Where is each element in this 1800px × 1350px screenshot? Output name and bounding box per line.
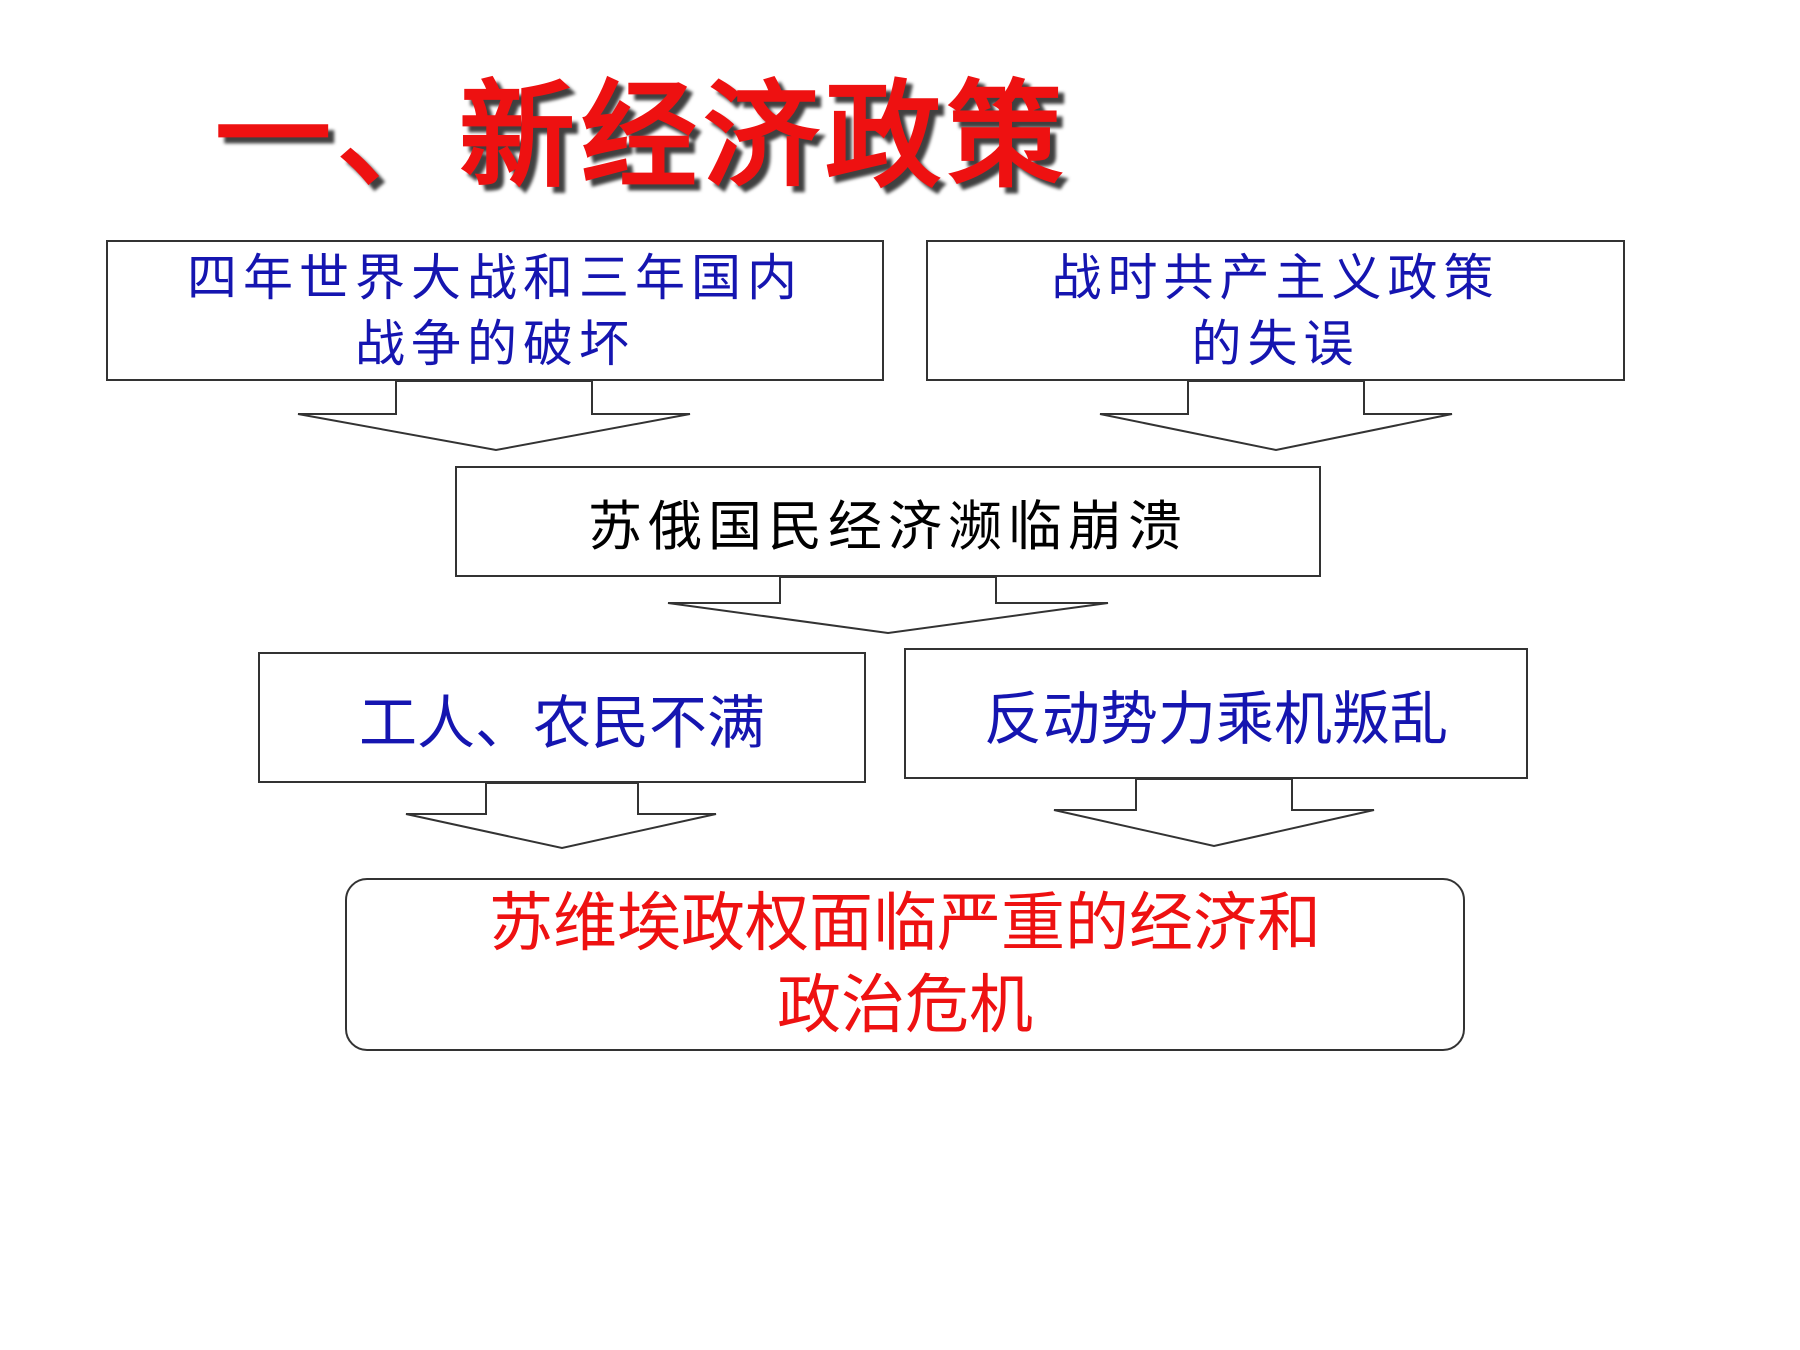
economy-collapse-text: 苏俄国民经济濒临崩溃 <box>588 495 1188 558</box>
cause-war-damage-line2: 战争的破坏 <box>355 314 635 373</box>
discontent-text: 工人、农民不满 <box>358 688 765 757</box>
crisis-box: 苏维埃政权面临严重的经济和 政治危机 <box>345 878 1465 1051</box>
arrow-down-war-to-collapse <box>297 380 691 452</box>
arrow-down-collapse-to-effects <box>667 576 1109 635</box>
discontent-box: 工人、农民不满 <box>258 652 866 783</box>
arrow-down-discontent-to-crisis <box>405 782 717 850</box>
cause-war-communism-line2: 的失误 <box>1191 314 1360 373</box>
cause-war-damage-line1: 四年世界大战和三年国内 <box>187 248 803 307</box>
arrow-down-rebellion-to-crisis <box>1053 778 1375 848</box>
cause-war-communism-box: 战时共产主义政策 的失误 <box>926 240 1625 381</box>
arrow-down-policy-to-collapse <box>1099 380 1453 452</box>
rebellion-text: 反动势力乘机叛乱 <box>983 684 1448 753</box>
page-title: 一、新经济政策 <box>215 69 1069 204</box>
crisis-line1: 苏维埃政权面临严重的经济和 <box>489 886 1321 961</box>
cause-war-communism-line1: 战时共产主义政策 <box>1051 248 1500 307</box>
cause-war-damage-box: 四年世界大战和三年国内 战争的破坏 <box>106 240 884 381</box>
crisis-line2: 政治危机 <box>777 968 1033 1043</box>
rebellion-box: 反动势力乘机叛乱 <box>904 648 1528 779</box>
economy-collapse-box: 苏俄国民经济濒临崩溃 <box>455 466 1321 577</box>
